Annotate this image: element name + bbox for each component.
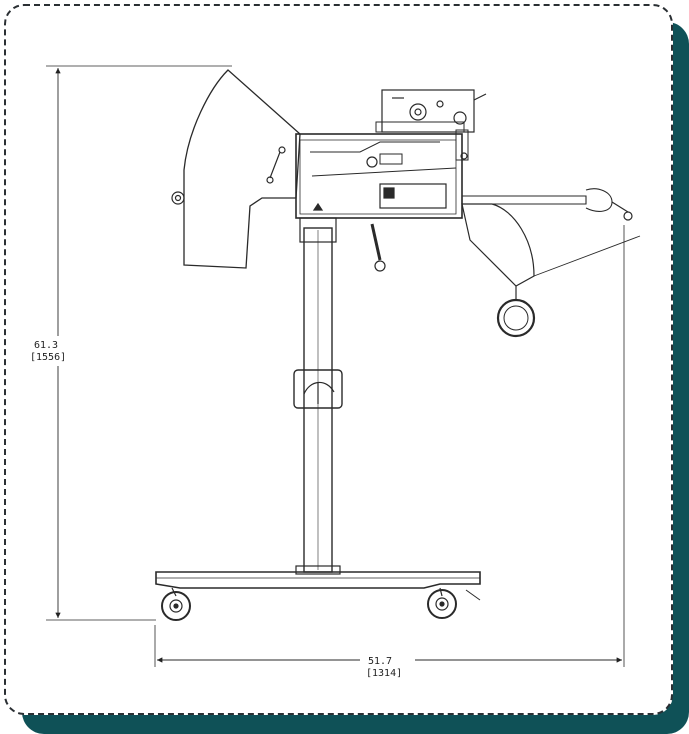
stand-base: [155, 571, 481, 589]
rewind-arm: [461, 188, 641, 338]
width-dim-value: 51.7: [368, 656, 392, 667]
width-dim-metric: [1314]: [366, 668, 402, 679]
print-engine: [375, 89, 487, 133]
height-dimension: [46, 65, 232, 621]
crank-handle: [370, 223, 386, 272]
caster-left: [161, 587, 191, 621]
drawing-card: [4, 4, 673, 715]
applicator-body: [295, 133, 463, 219]
height-dim-metric: [1556]: [30, 352, 66, 363]
label-hopper: [171, 69, 301, 269]
height-dim-value: 61.3: [34, 340, 58, 351]
side-plate: [455, 129, 469, 161]
width-dimension: [154, 225, 625, 667]
caster-right: [427, 587, 481, 619]
stand-column: [293, 217, 343, 575]
